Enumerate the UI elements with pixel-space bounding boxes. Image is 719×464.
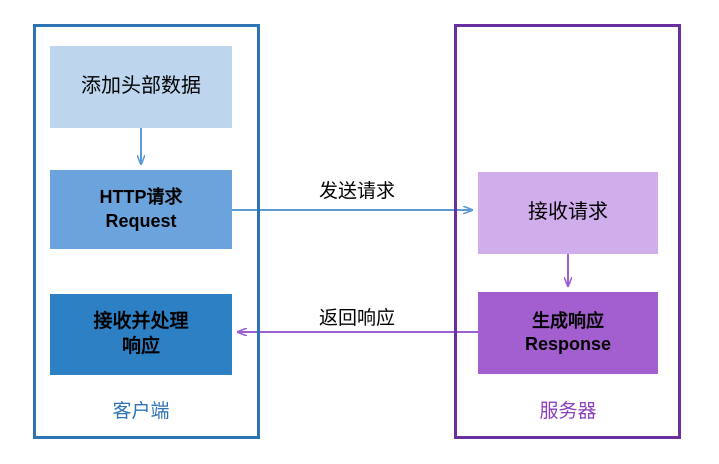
node-add-header[interactable]: 添加头部数据 bbox=[50, 46, 232, 128]
node-add-header-label: 添加头部数据 bbox=[81, 75, 201, 98]
node-http-request[interactable]: HTTP请求 Request bbox=[50, 170, 232, 249]
node-handle-response-label-line2: 响应 bbox=[121, 335, 160, 357]
server-panel bbox=[454, 24, 681, 439]
node-receive-request-label: 接收请求 bbox=[528, 201, 608, 224]
server-panel-caption: 服务器 bbox=[539, 401, 597, 422]
client-panel bbox=[33, 24, 260, 439]
client-panel-caption: 客户端 bbox=[112, 401, 170, 422]
node-handle-response[interactable]: 接收并处理 响应 bbox=[50, 294, 232, 375]
node-http-request-label-line2: Request bbox=[105, 210, 177, 231]
node-handle-response-label-line1: 接收并处理 bbox=[93, 311, 189, 333]
node-http-request-label-line1: HTTP请求 bbox=[99, 187, 183, 208]
node-make-response-label-line1: 生成响应 bbox=[532, 310, 604, 331]
node-receive-request[interactable]: 接收请求 bbox=[478, 172, 658, 254]
connector-label-return-response: 返回响应 bbox=[318, 308, 395, 329]
connector-label-send-request: 发送请求 bbox=[318, 181, 395, 202]
node-make-response[interactable]: 生成响应 Response bbox=[478, 292, 658, 374]
node-make-response-label-line2: Response bbox=[524, 334, 612, 354]
